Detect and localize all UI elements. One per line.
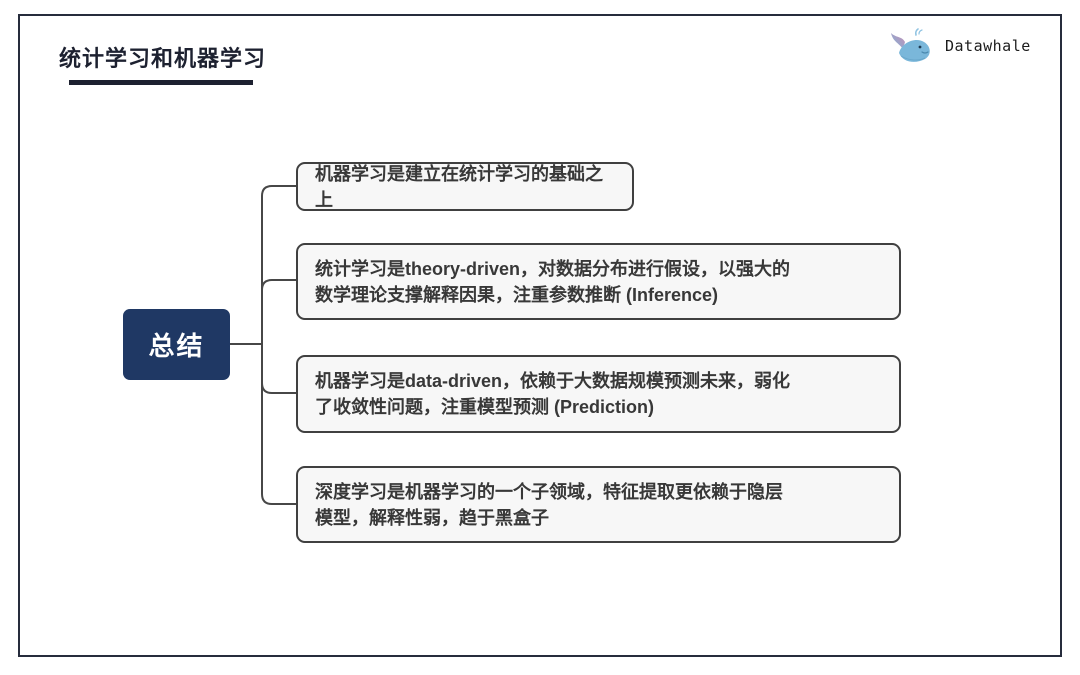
root-node-label: 总结 [148, 331, 205, 361]
branch-3-text: 机器学习是data-driven，依赖于大数据规模预测未来，弱化 了收敛性问题，… [315, 371, 791, 417]
mindmap-branch-4: 深度学习是机器学习的一个子领域，特征提取更依赖于隐层 模型，解释性弱，趋于黑盒子 [296, 466, 901, 543]
mindmap-branch-1: 机器学习是建立在统计学习的基础之上 [296, 162, 634, 211]
title-underline [69, 80, 253, 85]
branch-1-text: 机器学习是建立在统计学习的基础之上 [315, 163, 603, 210]
page-title: 统计学习和机器学习 [59, 46, 267, 71]
branch-2-text: 统计学习是theory-driven，对数据分布进行假设，以强大的 数学理论支撑… [315, 258, 791, 305]
brand-logo: Datawhale [889, 24, 1054, 68]
mindmap-branch-3: 机器学习是data-driven，依赖于大数据规模预测未来，弱化 了收敛性问题，… [296, 355, 901, 433]
mindmap-branch-2: 统计学习是theory-driven，对数据分布进行假设，以强大的 数学理论支撑… [296, 243, 901, 320]
branch-4-text: 深度学习是机器学习的一个子领域，特征提取更依赖于隐层 模型，解释性弱，趋于黑盒子 [315, 481, 783, 528]
mindmap-root-node: 总结 [123, 309, 230, 380]
whale-icon [891, 28, 930, 62]
brand-name: Datawhale [945, 37, 1031, 55]
